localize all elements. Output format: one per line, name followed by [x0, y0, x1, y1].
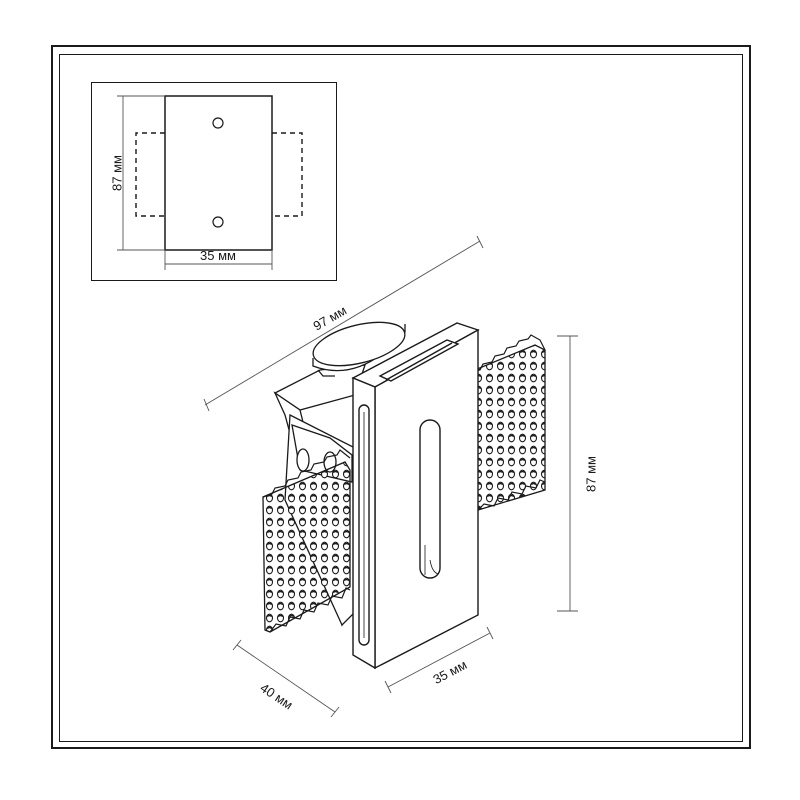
right-perforated-flange [469, 334, 546, 511]
inset-height-label: 87 мм [109, 155, 124, 191]
inset-part-outline [164, 95, 273, 251]
depth-dimension: 40 мм [232, 639, 340, 718]
inset-width-dimension: 35 мм [164, 248, 273, 270]
inset-height-dimension: 87 мм [109, 95, 165, 251]
height-dimension: 87 мм [557, 335, 598, 612]
inset-width-label: 35 мм [200, 248, 236, 263]
inner-frame [59, 54, 743, 742]
main-body-block [351, 322, 480, 670]
depth-label: 40 мм [257, 680, 295, 713]
outer-frame [51, 45, 751, 749]
top-cap-disk [312, 321, 406, 377]
height-label: 87 мм [583, 456, 598, 492]
left-perforated-flange [262, 449, 351, 633]
inset-dashed-flanges [135, 132, 303, 217]
top-view-inset [91, 82, 337, 281]
